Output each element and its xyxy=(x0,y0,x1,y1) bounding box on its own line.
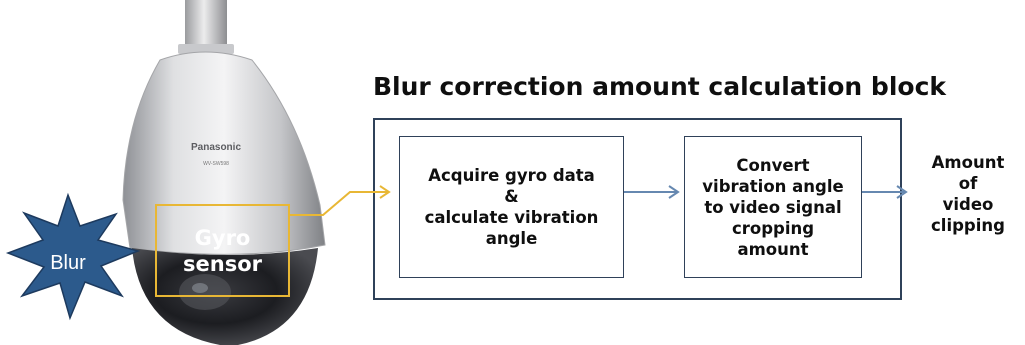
step-2-line: cropping xyxy=(731,218,815,238)
output-label: Amount of video clipping xyxy=(914,152,1022,236)
step-2-line: amount xyxy=(737,239,809,259)
step-1-line: angle xyxy=(485,229,538,248)
gyro-sensor-box: Gyro sensor xyxy=(155,204,290,297)
svg-text:WV-SW598: WV-SW598 xyxy=(203,161,229,167)
step-2-line: Convert xyxy=(736,155,810,175)
step-2-line: vibration angle xyxy=(702,176,844,196)
camera-brand-logo: Panasonic xyxy=(191,142,241,153)
step-convert-vibration-angle: Convert vibration angle to video signal … xyxy=(684,136,862,278)
diagram-title: Blur correction amount calculation block xyxy=(373,72,947,101)
step-1-line: Acquire gyro data xyxy=(428,166,595,185)
camera-mount xyxy=(185,0,227,48)
surveillance-camera-image: Panasonic WV-SW598 xyxy=(5,0,326,345)
step-1-line: calculate vibration xyxy=(424,208,599,227)
output-line: video xyxy=(942,195,994,214)
output-line: Amount xyxy=(931,153,1005,172)
blur-burst-icon xyxy=(5,192,141,321)
blur-label: Blur xyxy=(50,252,86,274)
step-1-line: & xyxy=(504,187,519,206)
camera-housing xyxy=(122,51,326,255)
step-2-line: to video signal xyxy=(704,197,842,217)
output-line: of xyxy=(958,174,978,193)
gyro-sensor-label-line2: sensor xyxy=(183,251,262,276)
output-line: clipping xyxy=(931,216,1005,235)
step-acquire-gyro-data: Acquire gyro data & calculate vibration … xyxy=(399,136,624,278)
gyro-sensor-label-line1: Gyro xyxy=(194,225,251,250)
